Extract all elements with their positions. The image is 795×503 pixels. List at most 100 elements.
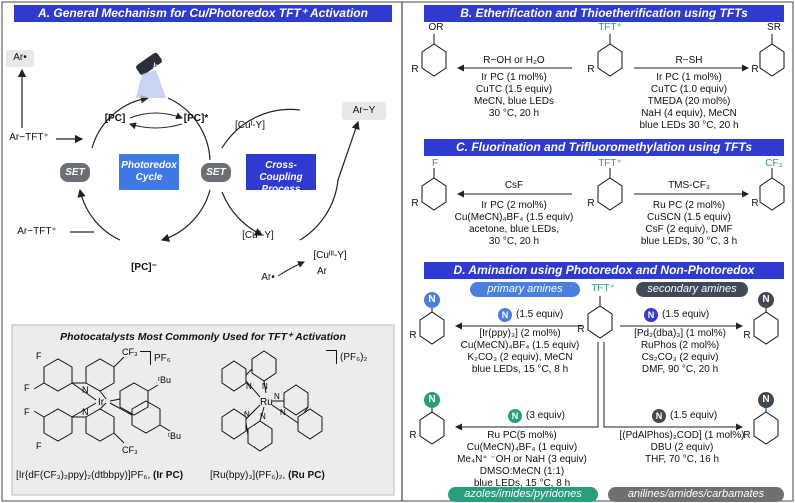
anilines-pill: anilines/amides/carbamates — [608, 487, 784, 502]
b-right-cond-3: TMEDA (20 mol%) — [647, 96, 731, 107]
r-mid-c: R — [587, 198, 595, 209]
catalysts-title: Photocatalysts Most Commonly Used for TF… — [60, 331, 346, 343]
cu1-label: [Cuᴵ-Y] — [234, 120, 265, 131]
svg-text:Ir: Ir — [98, 397, 105, 408]
c-right-reagent: TMS-CF₃ — [668, 180, 710, 191]
n-badge-tl: N — [424, 292, 440, 308]
svg-text:F: F — [36, 441, 42, 451]
ru-pf6: (PF₆)₂ — [340, 352, 368, 363]
c-right-cond-2: CuSCN (1.5 equiv) — [647, 212, 731, 223]
svg-text:Ru: Ru — [260, 397, 273, 408]
sr-group: SR — [767, 22, 781, 33]
panel-d-title: D. Amination using Photoredox and Non-Ph… — [424, 262, 784, 294]
d-tr-cond-0: [Pd₂(dba)₃] (1 mol%) — [634, 328, 726, 339]
d-tl-cond-0: [Ir(ppy)₃] (2 mol%) — [479, 328, 561, 339]
svg-text:N: N — [244, 410, 250, 419]
or-group: OR — [428, 22, 444, 33]
r-d-br: R — [743, 430, 751, 441]
pc-minus-label: [PC]⁻ — [131, 262, 157, 273]
ru-bracket — [336, 350, 337, 364]
tft-d: TFT⁺ — [591, 283, 615, 294]
b-left-cond-2: CuTC (1.5 equiv) — [475, 84, 553, 95]
c-left-cond-3: acetone, blue LEDs, — [468, 224, 560, 235]
ar-tft-left: Ar−TFT⁺ — [9, 132, 49, 143]
svg-text:ᵗBu: ᵗBu — [168, 431, 181, 441]
cu3-ar-label: Ar — [317, 266, 327, 277]
b-left-cond-1: Ir PC (1 mol%) — [481, 72, 547, 83]
svg-text:F: F — [24, 383, 30, 393]
n-badge-bl: N — [424, 392, 440, 408]
r-right-c: R — [751, 198, 759, 209]
svg-text:N: N — [262, 382, 268, 391]
r-mid-b: R — [587, 64, 595, 75]
panel-d-scheme — [419, 296, 779, 445]
n-reagent-tr: N — [644, 308, 658, 322]
d-tl-cond-3: blue LEDs, 15 °C, 8 h — [471, 364, 569, 375]
ir-pc-name: [Ir{dF(CF₃)₂ppy}₂(dtbbpy)]PF₆, (Ir PC) — [16, 470, 184, 481]
svg-text:N: N — [246, 382, 252, 391]
ar-tft-bottom: Ar−TFT⁺ — [17, 226, 57, 237]
ru-pc-structure: Ru N N N N N N — [221, 350, 323, 452]
d-bl-cond-3: DMSO:MeCN (1:1) — [479, 466, 565, 477]
n-badge-tr: N — [758, 292, 774, 308]
d-br-cond-2: THF, 70 °C, 16 h — [644, 454, 720, 465]
d-tr-cond-1: RuPhos (2 mol%) — [640, 340, 720, 351]
c-left-cond-4: 30 °C, 20 h — [488, 236, 540, 247]
tft-b: TFT⁺ — [598, 22, 622, 33]
mechanism-diagram — [6, 50, 386, 277]
svg-text:N: N — [82, 385, 89, 395]
secondary-amines-pill: secondary amines — [636, 282, 748, 297]
cross-coupling-box — [246, 154, 316, 190]
svg-text:N: N — [260, 412, 266, 421]
b-left-cond-4: 30 °C, 20 h — [488, 108, 540, 119]
n-reagent-br: N — [652, 409, 666, 423]
svg-text:F: F — [36, 351, 42, 361]
svg-text:N: N — [274, 392, 280, 401]
b-right-cond-4: NaH (4 equiv), MeCN — [641, 108, 737, 119]
ir-bracket — [150, 351, 151, 365]
c-right-cond-4: blue LEDs, 30 °C, 3 h — [640, 236, 738, 247]
ar-radical-bottom: Ar• — [261, 272, 275, 283]
r-d-tr: R — [743, 330, 751, 341]
set-badge-right — [201, 163, 231, 182]
d-bl-cond-1: Cu(MeCN)₄BF₄ (1 equiv) — [466, 442, 578, 453]
c-right-cond-3: CsF (2 equiv), DMF — [645, 224, 733, 235]
n-badge-br: N — [758, 392, 774, 408]
n-reagent-bl: N — [508, 409, 522, 423]
cf3-group: CF₃ — [765, 158, 783, 169]
cross-coupling-label: Cross-Coupling Process — [259, 160, 303, 195]
b-left-reagent: R−OH or H₂O — [483, 55, 545, 66]
set-label-left: SET — [65, 167, 85, 178]
azoles-pill: azoles/imides/pyridones — [448, 487, 598, 502]
pc-star-label: [PC]* — [183, 113, 209, 124]
primary-amines-pill: primary amines — [470, 282, 580, 297]
d-br-equiv: (1.5 equiv) — [670, 410, 718, 421]
b-right-cond-2: CuTC (1.0 equiv) — [650, 84, 728, 95]
c-left-cond-2: Cu(MeCN)₄BF₄ (1.5 equiv) — [454, 212, 574, 223]
ru-pc-name: [Ru(bpy)₃](PF₆)₂, (Ru PC) — [210, 470, 325, 481]
b-right-cond-5: blue LEDs 30 °C, 20 h — [639, 120, 739, 131]
r-left-b: R — [411, 64, 419, 75]
d-bl-equiv: (3 equiv) — [526, 410, 565, 421]
b-right-reagent: R−SH — [675, 55, 703, 66]
d-tr-equiv: (1.5 equiv) — [662, 309, 710, 320]
svg-text:F: F — [24, 407, 30, 417]
ar-y-label: Ar−Y — [352, 105, 376, 116]
panel-c-scheme — [421, 168, 785, 211]
svg-text:CF₃: CF₃ — [122, 445, 138, 455]
f-group: F — [431, 158, 439, 169]
svg-text:N: N — [82, 407, 89, 417]
r-left-c: R — [411, 198, 419, 209]
cu3-label: [Cuᴵᴵᴵ-Y] — [313, 250, 347, 261]
d-br-cond-1: DBU (2 equiv) — [650, 442, 714, 453]
r-d-mid: R — [577, 324, 585, 335]
d-bl-cond-0: Ru PC(5 mol%) — [487, 430, 557, 441]
b-left-cond-3: MeCN, blue LEDs — [473, 96, 555, 107]
d-br-cond-0: [(PdAlPhos)₂COD] (1 mol%) — [619, 430, 745, 441]
photoredox-cycle-box — [119, 154, 179, 190]
ar-radical-top: Ar• — [13, 52, 27, 63]
d-tl-cond-1: Cu(MeCN)₄BF₄ (1.5 equiv) — [460, 340, 580, 351]
d-tl-cond-2: K₂CO₃ (2 equiv), MeCN — [467, 352, 573, 363]
set-label-right: SET — [206, 167, 226, 178]
n-reagent-tl: N — [498, 308, 512, 322]
